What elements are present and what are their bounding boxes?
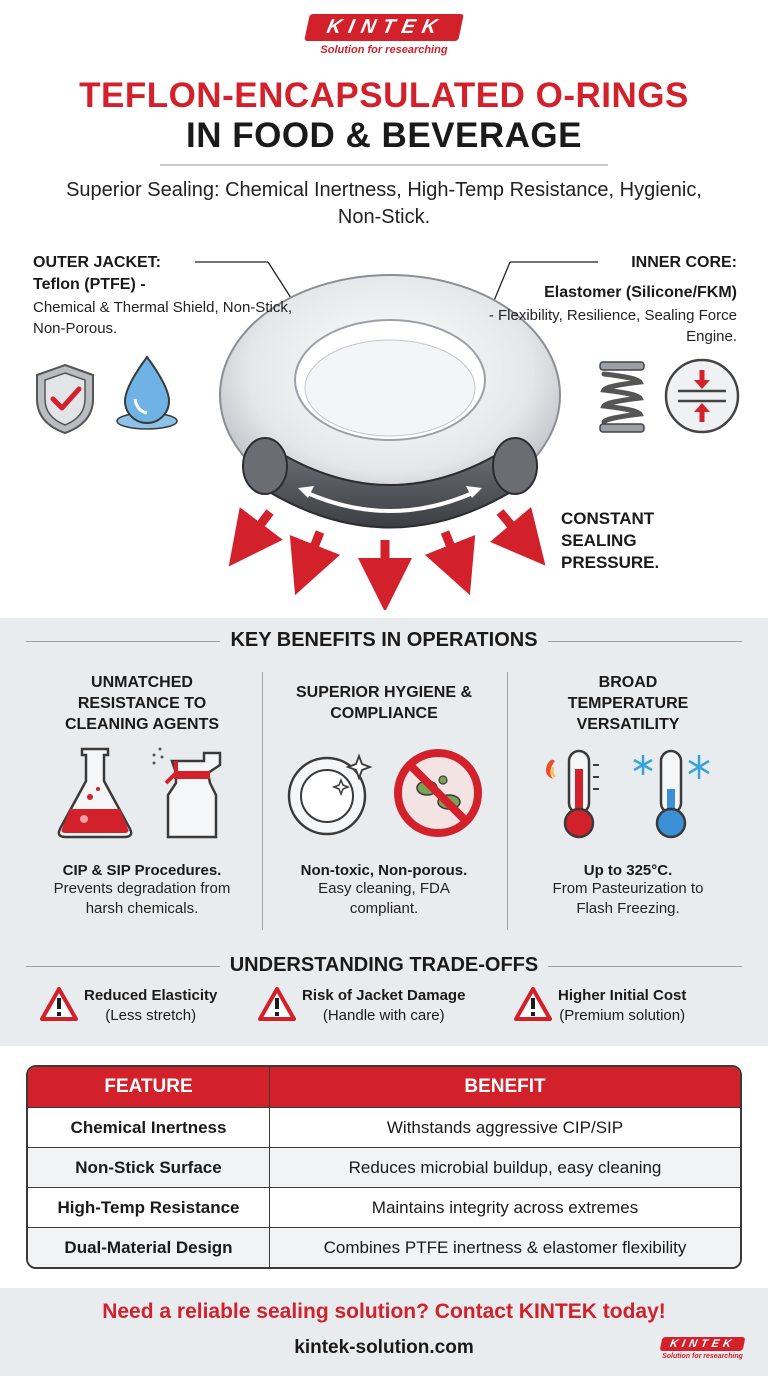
warning-icon [40, 987, 78, 1021]
benefit-column-cleaning: UNMATCHED RESISTANCE TO CLEANING AGENTS … [14, 668, 270, 930]
table-cell-feature: Dual-Material Design [28, 1228, 270, 1267]
tradeoff-note: (Less stretch) [105, 1007, 197, 1024]
warning-icon [514, 987, 552, 1021]
benefit-strong: Up to 325°C. [583, 862, 673, 879]
benefit-strong: CIP & SIP Procedures. [62, 862, 222, 879]
spring-icon [599, 361, 645, 433]
flask-icon [57, 747, 133, 839]
sealing-pressure-text: CONSTANT SEALING PRESSURE. [561, 509, 660, 572]
benefit-column-temperature: BROAD TEMPERATURE VERSATILITY Up to 325°… [500, 668, 756, 930]
tradeoff-item: Reduced Elasticity (Less stretch) [40, 986, 217, 1032]
table-cell-benefit: Reduces microbial buildup, easy cleaning [348, 1157, 662, 1177]
tradeoff-title: Risk of Jacket Damage [302, 987, 466, 1004]
sealing-pressure-label: CONSTANT SEALING PRESSURE. [561, 508, 681, 574]
inner-core-material: Elastomer (Silicone/FKM) [544, 284, 737, 301]
footer-logo-tagline: Solution for researching [662, 1353, 743, 1360]
inner-core-desc: - Flexibility, Resilience, Sealing Force… [488, 307, 737, 345]
outer-jacket-material: Teflon (PTFE) - [33, 276, 146, 293]
tradeoff-title: Higher Initial Cost [558, 987, 687, 1004]
outer-jacket-title: OUTER JACKET: [33, 254, 162, 271]
table-row: High-Temp Resistance Maintains integrity… [28, 1187, 740, 1227]
feature-benefit-table: FEATURE BENEFIT Chemical Inertness Withs… [26, 1065, 742, 1269]
clean-plate-icon [287, 753, 373, 836]
benefit-title: BROAD TEMPERATURE VERSATILITY [567, 673, 689, 733]
benefit-desc: Prevents degradation from harsh chemical… [53, 880, 231, 917]
cold-thermometer-icon [633, 749, 710, 839]
tradeoff-item: Higher Initial Cost (Premium solution) [514, 986, 686, 1032]
title-divider [160, 164, 608, 166]
footer [0, 1288, 768, 1376]
tradeoff-note: (Premium solution) [559, 1007, 686, 1024]
table-header-feature: FEATURE [28, 1067, 270, 1107]
hot-thermometer-icon [545, 749, 599, 839]
table-cell-benefit: Withstands aggressive CIP/SIP [386, 1117, 624, 1137]
table-cell-feature: Non-Stick Surface [28, 1148, 270, 1187]
benefits-heading-text: KEY BENEFITS IN OPERATIONS [220, 629, 548, 651]
page-title-line1: TEFLON-ENCAPSULATED O-RINGS [79, 76, 689, 115]
sealing-pressure-arrows [228, 506, 546, 610]
table-row: Dual-Material Design Combines PTFE inert… [28, 1227, 740, 1267]
footer-cta: Need a reliable sealing solution? Contac… [102, 1300, 666, 1323]
shield-check-icon [36, 363, 94, 435]
benefit-strong: Non-toxic, Non-porous. [300, 862, 468, 879]
column-divider [507, 672, 508, 930]
table-cell-feature: High-Temp Resistance [28, 1188, 270, 1227]
benefit-desc: Easy cleaning, FDA compliant. [318, 880, 450, 917]
benefit-title: UNMATCHED RESISTANCE TO CLEANING AGENTS [64, 673, 220, 733]
table-header-benefit: BENEFIT [464, 1076, 546, 1097]
outer-jacket-desc: Chemical & Thermal Shield, Non-Stick, No… [33, 299, 292, 337]
table-cell-benefit: Combines PTFE inertness & elastomer flex… [323, 1237, 687, 1257]
tradeoff-item: Risk of Jacket Damage (Handle with care) [258, 986, 465, 1032]
compression-icon [664, 358, 740, 434]
footer-logo-wordmark: KINTEK [659, 1337, 746, 1351]
table-cell-feature: Chemical Inertness [28, 1108, 270, 1147]
tradeoffs-heading: UNDERSTANDING TRADE-OFFS [0, 954, 768, 977]
column-divider [262, 672, 263, 930]
water-drop-icon [116, 355, 178, 430]
table-header-row: FEATURE BENEFIT [28, 1067, 740, 1107]
o-ring [219, 274, 561, 529]
tradeoff-title: Reduced Elasticity [84, 987, 218, 1004]
header-logo: KINTEK Solution for researching [0, 14, 768, 56]
benefit-column-hygiene: SUPERIOR HYGIENE & COMPLIANCE Non-toxic,… [256, 668, 512, 930]
benefit-title: SUPERIOR HYGIENE & COMPLIANCE [295, 684, 473, 722]
logo-tagline: Solution for researching [320, 44, 448, 56]
page-title-line2: IN FOOD & BEVERAGE [186, 116, 582, 155]
o-ring-diagram [36, 261, 740, 610]
logo-wordmark: KINTEK [303, 14, 465, 41]
benefit-desc: From Pasteurization to Flash Freezing. [552, 880, 704, 917]
tradeoffs-heading-text: UNDERSTANDING TRADE-OFFS [219, 954, 549, 976]
footer-url[interactable]: kintek-solution.com [294, 1337, 474, 1358]
table-row: Chemical Inertness Withstands aggressive… [28, 1107, 740, 1147]
benefits-heading: KEY BENEFITS IN OPERATIONS [0, 629, 768, 652]
table-row: Non-Stick Surface Reduces microbial buil… [28, 1147, 740, 1187]
page-subtitle: Superior Sealing: Chemical Inertness, Hi… [66, 179, 702, 228]
spray-bottle-icon [152, 747, 222, 839]
inner-core-title: INNER CORE: [631, 254, 737, 271]
footer-logo: KINTEK Solution for researching [659, 1334, 746, 1360]
tradeoff-note: (Handle with care) [322, 1007, 445, 1024]
no-bacteria-icon [394, 749, 482, 837]
table-cell-benefit: Maintains integrity across extremes [371, 1197, 639, 1217]
warning-icon [258, 987, 296, 1021]
